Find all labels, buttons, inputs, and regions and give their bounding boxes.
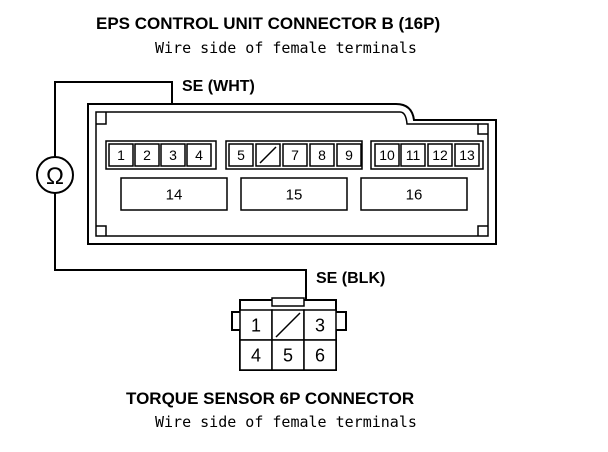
eps-connector-body bbox=[87, 103, 497, 245]
sensor-terminal-4-label: 4 bbox=[251, 345, 261, 365]
eps-large-terminals: 14 15 16 bbox=[120, 177, 468, 211]
eps-terminal-10-label: 10 bbox=[379, 147, 395, 163]
eps-terminal-12: 12 bbox=[427, 143, 453, 167]
sensor-terminal-6-label: 6 bbox=[315, 345, 325, 365]
eps-terminal-2: 2 bbox=[134, 143, 160, 167]
eps-terminal-5: 5 bbox=[228, 143, 254, 167]
eps-connector-subtitle: Wire side of female terminals bbox=[155, 39, 417, 57]
torque-sensor-subtitle: Wire side of female terminals bbox=[155, 413, 417, 431]
sensor-terminal-blank bbox=[271, 309, 305, 341]
eps-terminal-3-label: 3 bbox=[169, 147, 177, 163]
sensor-terminal-6: 6 bbox=[303, 339, 337, 371]
eps-terminal-15-label: 15 bbox=[286, 186, 303, 203]
sensor-terminal-5: 5 bbox=[271, 339, 305, 371]
sensor-terminal-5-label: 5 bbox=[283, 345, 293, 365]
eps-terminal-13: 13 bbox=[454, 143, 480, 167]
eps-terminal-8: 8 bbox=[309, 143, 335, 167]
eps-terminal-11: 11 bbox=[400, 143, 426, 167]
eps-terminal-7: 7 bbox=[282, 143, 308, 167]
se-wht-wire-label: SE (WHT) bbox=[182, 78, 255, 95]
se-blk-wire-label: SE (BLK) bbox=[316, 270, 386, 287]
eps-terminal-16-label: 16 bbox=[406, 186, 423, 203]
eps-terminal-13-label: 13 bbox=[459, 147, 475, 163]
eps-terminal-11-label: 11 bbox=[406, 147, 421, 163]
eps-terminal-10: 10 bbox=[374, 143, 400, 167]
torque-sensor-title: TORQUE SENSOR 6P CONNECTOR bbox=[126, 389, 415, 408]
eps-terminal-7-label: 7 bbox=[291, 147, 299, 163]
sensor-terminal-4: 4 bbox=[239, 339, 273, 371]
eps-terminal-1-label: 1 bbox=[117, 147, 125, 163]
eps-terminal-2-label: 2 bbox=[143, 147, 151, 163]
sensor-terminal-1-label: 1 bbox=[251, 315, 261, 335]
eps-terminal-3: 3 bbox=[160, 143, 186, 167]
eps-terminal-5-label: 5 bbox=[237, 147, 245, 163]
ohm-symbol: Ω bbox=[46, 163, 64, 190]
eps-terminal-9: 9 bbox=[336, 143, 362, 167]
sensor-terminal-3-label: 3 bbox=[315, 315, 325, 335]
eps-terminal-blank bbox=[255, 143, 281, 167]
eps-terminal-4-label: 4 bbox=[195, 147, 203, 163]
eps-terminal-8-label: 8 bbox=[318, 147, 326, 163]
eps-terminal-16: 16 bbox=[360, 177, 468, 211]
eps-terminal-9-label: 9 bbox=[345, 147, 353, 163]
eps-terminal-15: 15 bbox=[240, 177, 348, 211]
eps-terminal-4: 4 bbox=[186, 143, 212, 167]
meter-lead-to-sensor-1 bbox=[54, 192, 307, 300]
sensor-terminal-1: 1 bbox=[239, 309, 273, 341]
eps-terminal-1: 1 bbox=[108, 143, 134, 167]
eps-terminal-14: 14 bbox=[120, 177, 228, 211]
eps-terminal-12-label: 12 bbox=[432, 147, 448, 163]
sensor-terminal-3: 3 bbox=[303, 309, 337, 341]
ohmmeter-icon: Ω bbox=[36, 156, 74, 194]
eps-terminal-14-label: 14 bbox=[166, 186, 183, 203]
torque-sensor-terminals: 1 3 4 5 6 bbox=[239, 309, 337, 371]
eps-connector-title: EPS CONTROL UNIT CONNECTOR B (16P) bbox=[96, 14, 441, 33]
